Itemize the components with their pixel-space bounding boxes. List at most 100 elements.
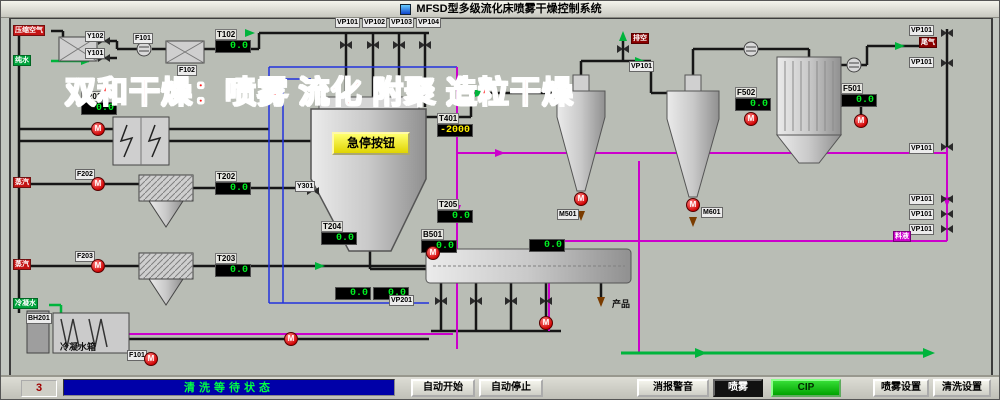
display-value: 0.0 — [215, 182, 251, 195]
tag-Y102: Y102 — [85, 31, 106, 42]
spray-button[interactable]: 喷雾 — [713, 379, 763, 397]
pump-motor-icon[interactable]: M — [284, 332, 298, 346]
pump-motor-icon[interactable]: M — [744, 112, 758, 126]
digital-display: 0.0 — [529, 239, 565, 252]
app-icon — [400, 3, 412, 15]
title-bar: MFSD型多级流化床喷雾干燥控制系统 — [1, 1, 999, 18]
display-value: 0.0 — [81, 102, 117, 115]
auto-start-button[interactable]: 自动开始 — [411, 379, 475, 397]
tag-Y101: Y101 — [85, 48, 106, 59]
display-value: -2000 — [437, 124, 473, 137]
display-value: 0.0 — [335, 287, 371, 300]
bottom-toolbar: 3 清洗等待状态 自动开始自动停止 消报警音喷雾 CIP 喷雾设置清洗设置 — [1, 375, 999, 399]
tag-F203: F203 — [75, 251, 95, 262]
pump-motor-icon[interactable]: M — [539, 316, 553, 330]
display-value: 0.0 — [215, 264, 251, 277]
display-value: 0.0 — [841, 94, 877, 107]
tag-M601: M601 — [701, 207, 723, 218]
tag-VP102: VP102 — [362, 17, 388, 28]
display-label: T102 — [215, 29, 238, 40]
display-value: 0.0 — [735, 98, 771, 111]
cip-button[interactable]: CIP — [771, 379, 841, 397]
display-value: 0.0 — [529, 239, 565, 252]
compressed-air-label: 压缩空气 — [13, 25, 45, 36]
tail-gas-label: 尾气 — [919, 37, 937, 48]
pump-motor-icon[interactable]: M — [426, 246, 440, 260]
water-pipes — [268, 66, 457, 304]
pump-motor-icon[interactable]: M — [854, 114, 868, 128]
display-label: T204 — [321, 221, 344, 232]
spray-settings-button[interactable]: 喷雾设置 — [873, 379, 929, 397]
pump-motor-icon[interactable]: M — [144, 352, 158, 366]
emergency-stop-button[interactable]: 急停按钮 — [332, 132, 410, 155]
steam-exchanger-1 — [138, 174, 194, 228]
product-arrows — [577, 211, 697, 307]
display-label: T203 — [215, 253, 238, 264]
counter-display: 3 — [21, 380, 57, 397]
digital-display-T401: T401-2000 — [437, 113, 473, 137]
display-label: F502 — [735, 87, 758, 98]
cyclone-2 — [666, 74, 720, 198]
steam-exchanger-2 — [138, 252, 194, 306]
tag-VP101: VP101 — [629, 61, 655, 72]
bag-filter — [775, 56, 843, 164]
electric-heater — [112, 116, 170, 166]
tag-VP101: VP101 — [909, 25, 935, 36]
digital-display: 0.0 — [335, 287, 371, 300]
cyclone-1 — [556, 74, 606, 192]
tag-F102: F102 — [177, 65, 197, 76]
display-value: 0.0 — [321, 232, 357, 245]
fluid-bed — [425, 248, 632, 284]
tag-VP101: VP101 — [335, 17, 361, 28]
mute-alarm-button[interactable]: 消报警音 — [637, 379, 709, 397]
pump-motor-icon[interactable]: M — [91, 177, 105, 191]
tag-VP101: VP101 — [909, 143, 935, 154]
display-value: 0.0 — [437, 210, 473, 223]
display-label: T205 — [437, 199, 460, 210]
condensate-tank-label: 冷凝水箱 — [60, 342, 97, 352]
tag-VP103: VP103 — [389, 17, 415, 28]
display-label: T401 — [437, 113, 460, 124]
tag-VP201: VP201 — [389, 295, 415, 306]
pure-water-label: 纯水 — [13, 55, 31, 66]
display-label: F501 — [841, 83, 864, 94]
tag-VP104: VP104 — [416, 17, 442, 28]
display-label: T201 — [81, 91, 104, 102]
display-label: B501 — [421, 229, 445, 240]
tag-Y301: Y301 — [295, 181, 316, 192]
vent-label: 排空 — [631, 33, 649, 44]
status-bar: 清洗等待状态 — [63, 379, 395, 396]
steam-label: 蒸汽 — [13, 177, 31, 188]
display-label: T202 — [215, 171, 238, 182]
condensate-label: 冷凝水 — [13, 298, 38, 309]
pump-motor-icon[interactable]: M — [91, 122, 105, 136]
pump-motor-icon[interactable]: M — [91, 259, 105, 273]
pump-motor-icon[interactable]: M — [686, 198, 700, 212]
tag-VP101: VP101 — [909, 194, 935, 205]
air-heater-f102 — [165, 40, 205, 64]
tag-F202: F202 — [75, 169, 95, 180]
tag-VP101: VP101 — [909, 57, 935, 68]
feed-liquid-label: 料液 — [893, 231, 911, 242]
product-label: 产品 — [612, 299, 631, 309]
clean-settings-button[interactable]: 清洗设置 — [933, 379, 991, 397]
steam-label: 蒸汽 — [13, 259, 31, 270]
condensate-tank — [52, 312, 130, 354]
tag-M501: M501 — [557, 209, 579, 220]
auto-stop-button[interactable]: 自动停止 — [479, 379, 543, 397]
display-value: 0.0 — [215, 40, 251, 53]
tag-F101: F101 — [133, 33, 153, 44]
pump-motor-icon[interactable]: M — [574, 192, 588, 206]
tag-BH201: BH201 — [26, 313, 52, 324]
